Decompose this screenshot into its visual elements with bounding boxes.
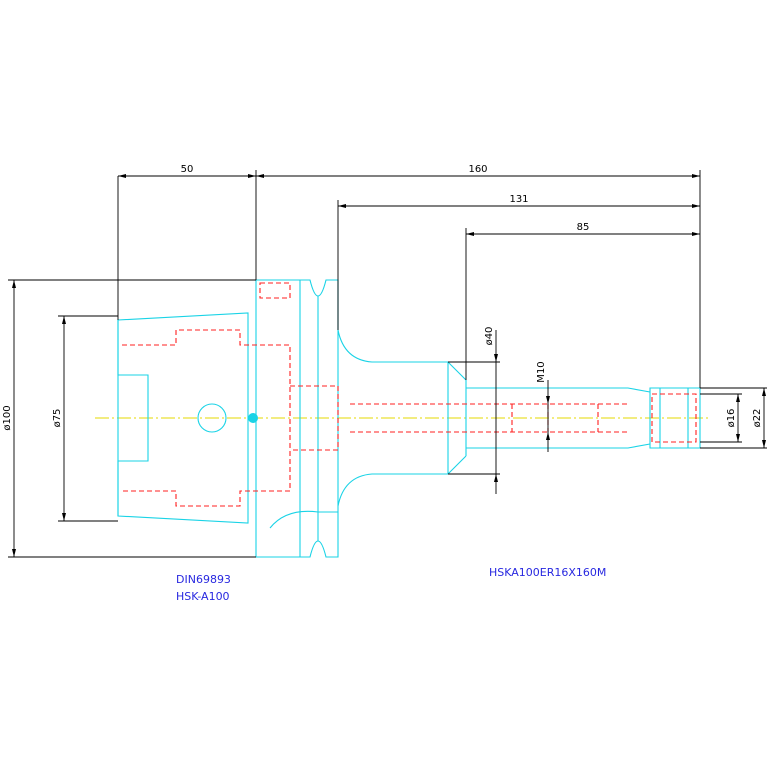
hsk-taper-shank (117, 312, 249, 524)
coolant-bore (350, 403, 628, 433)
shank-cavity (122, 329, 291, 507)
dim-dia16: ø16 (726, 409, 737, 428)
hidden-lines (122, 282, 697, 507)
dim-dia22: ø22 (752, 409, 763, 428)
part-number-label: HSKA100ER16X160M (489, 566, 606, 579)
standard-label-line2: HSK-A100 (176, 590, 230, 603)
dimension-arrows (12, 174, 766, 557)
dim-dia100: ø100 (2, 405, 13, 430)
dim-50: 50 (181, 164, 194, 175)
dim-160: 160 (468, 164, 487, 175)
dim-m10: M10 (536, 361, 547, 382)
dim-131: 131 (509, 194, 528, 205)
dim-dia75: ø75 (52, 409, 63, 428)
datum-marker (248, 413, 258, 423)
dimension-lines (8, 170, 767, 558)
dim-dia40: ø40 (484, 327, 495, 346)
drive-slot (259, 282, 291, 299)
shank-inner-profile (117, 320, 149, 516)
lower-fillet (337, 455, 467, 507)
collet-pocket (651, 393, 697, 443)
dim-85: 85 (577, 222, 590, 233)
bore-front (290, 385, 339, 451)
cross-hole (197, 403, 227, 433)
upper-fillet (337, 329, 467, 381)
standard-label-line1: DIN69893 (176, 573, 231, 586)
neck-top (466, 387, 651, 393)
flange-collar (256, 279, 301, 558)
neck-bottom (466, 443, 651, 449)
flange-key-slot (269, 510, 338, 529)
